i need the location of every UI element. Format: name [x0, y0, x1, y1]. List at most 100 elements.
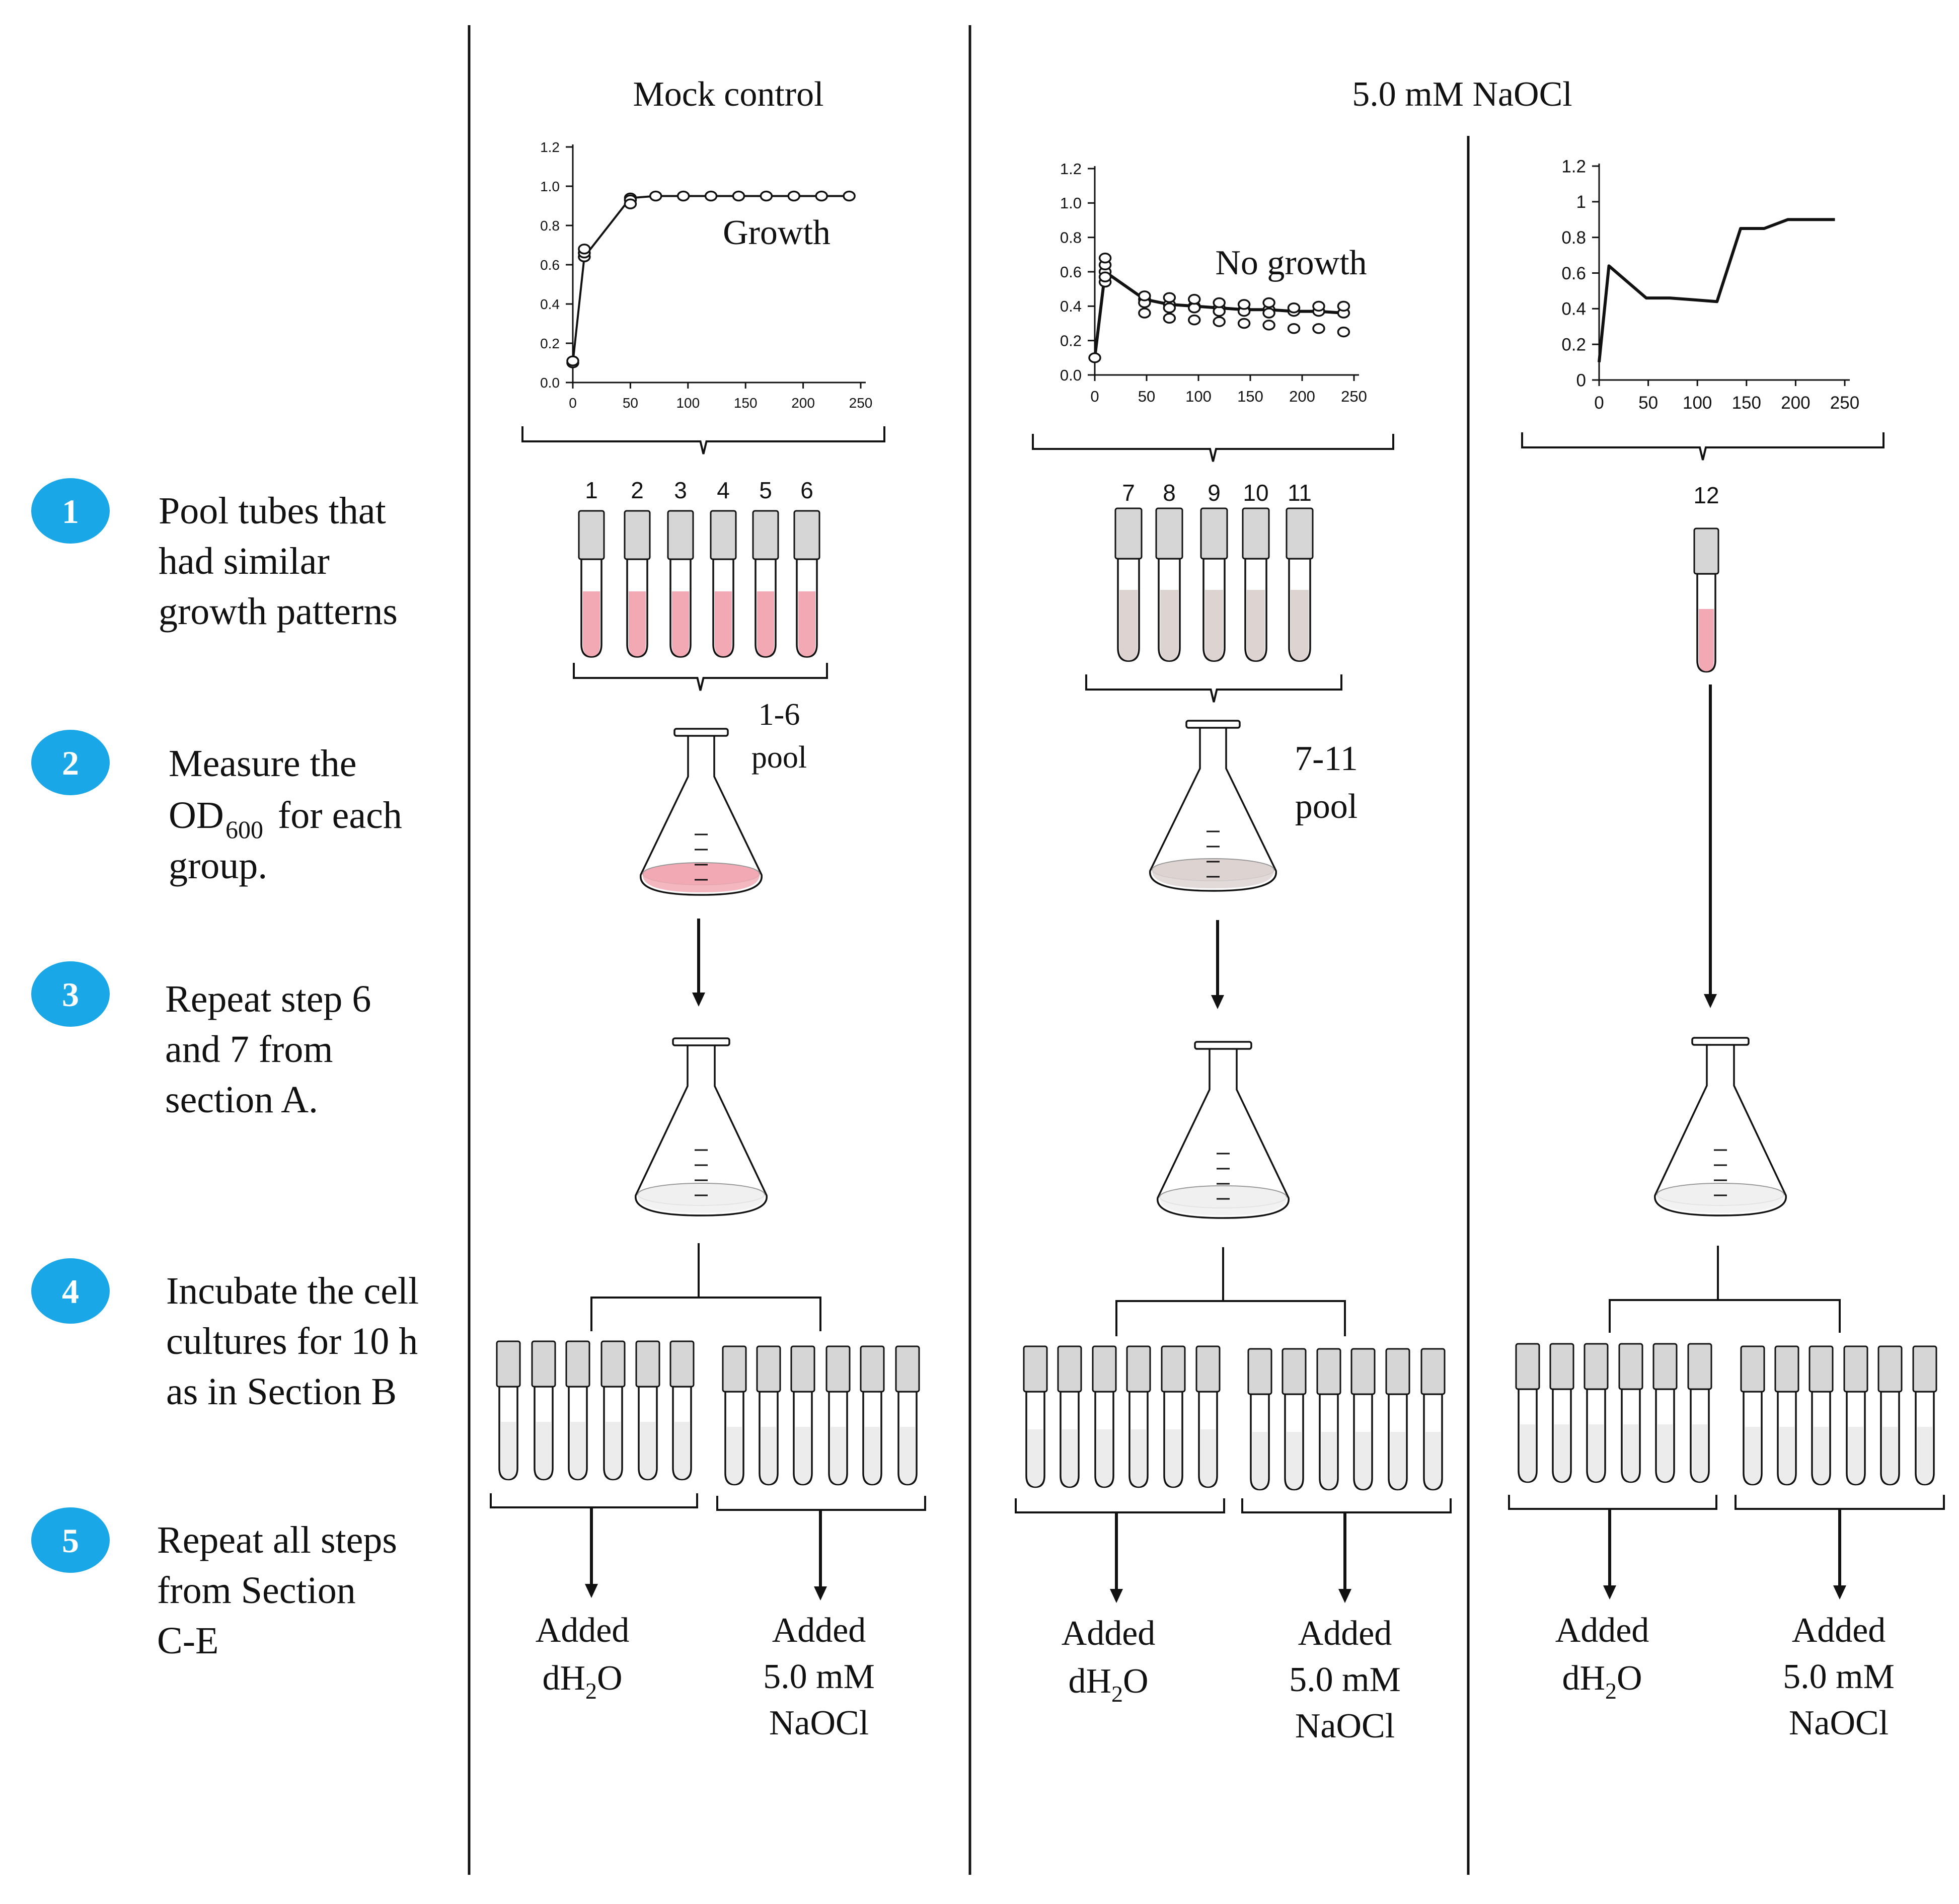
x-tick-label: 0 — [569, 395, 577, 411]
arrow-head — [1833, 1585, 1846, 1600]
data-point — [1213, 297, 1226, 309]
outcome-label-water: dH2O — [542, 1659, 622, 1704]
tube-cap — [1282, 1348, 1307, 1395]
step-number-badge — [31, 1258, 110, 1324]
data-point — [1188, 314, 1201, 326]
x-tick-label: 250 — [849, 395, 873, 411]
tube-cap — [1740, 1345, 1765, 1393]
pool-label: 1-6 — [759, 698, 800, 732]
tube — [1092, 1345, 1117, 1488]
arrow-to-outcome — [1110, 1512, 1123, 1603]
tube — [1350, 1348, 1376, 1491]
data-point — [676, 190, 690, 202]
tube-cap — [1549, 1343, 1574, 1390]
y-tick-label: 1.0 — [540, 179, 560, 194]
data-point — [1213, 316, 1226, 327]
tube — [710, 510, 737, 658]
y-tick-label: 0.6 — [540, 257, 560, 273]
tube-culture — [1520, 1424, 1535, 1482]
tube-culture — [1119, 590, 1138, 661]
brace-tubes-mock — [573, 663, 828, 691]
split-mock — [590, 1243, 821, 1331]
data-point — [843, 190, 856, 202]
bracket-tube-group — [716, 1496, 926, 1511]
flask-body — [640, 733, 763, 896]
step-text-line: Pool tubes that — [159, 490, 386, 532]
arrow-head — [1704, 994, 1717, 1008]
tube-cap — [1350, 1348, 1376, 1395]
data-point — [1163, 302, 1176, 314]
y-tick-label: 0.0 — [1060, 366, 1082, 384]
tube-cap — [669, 1340, 695, 1388]
flask-body — [1654, 1042, 1787, 1216]
y-tick-label: 0.2 — [1561, 335, 1586, 354]
tube-number-label: 3 — [674, 477, 687, 503]
arrow-to-regrowth-mock — [692, 919, 705, 1007]
y-tick-label: 0.4 — [1060, 297, 1082, 315]
split-line — [590, 1243, 821, 1331]
tube — [1242, 507, 1270, 662]
tube-cap — [1420, 1348, 1446, 1395]
flask-pool-nogrowth — [1149, 720, 1277, 892]
tube-number-label: 7 — [1122, 480, 1135, 506]
data-point — [578, 244, 591, 255]
tube-cap — [667, 510, 694, 560]
outcome-label: Added — [536, 1611, 630, 1650]
tube-culture — [1131, 1429, 1146, 1487]
tube-culture — [761, 1427, 776, 1484]
split-nogrowth — [1115, 1247, 1346, 1336]
outcome-label-water: dH2O — [1068, 1662, 1148, 1707]
tube-culture — [1252, 1432, 1267, 1489]
tube-cap — [1809, 1345, 1834, 1393]
flask-lip — [1185, 720, 1241, 729]
chart-annotation: Growth — [723, 213, 831, 252]
flask-pool-mock — [640, 728, 763, 896]
arrow-head — [1603, 1585, 1616, 1600]
tube — [756, 1345, 781, 1486]
tube-culture — [757, 591, 774, 656]
data-point — [1312, 300, 1325, 312]
data-point — [1237, 299, 1251, 310]
outcome-label-naocl: 5.0 mM — [1783, 1657, 1895, 1696]
tube-culture — [1321, 1432, 1336, 1489]
brace-tubes-nogrowth — [1085, 674, 1342, 703]
data-point — [1088, 352, 1101, 363]
flask-culture-fill — [642, 874, 760, 892]
tube-culture — [570, 1422, 585, 1479]
step-number-badge — [31, 730, 110, 795]
tube-cap — [1693, 527, 1719, 575]
x-tick-label: 200 — [1289, 388, 1315, 405]
tube-culture — [1200, 1429, 1216, 1487]
y-tick-label: 1.2 — [540, 139, 560, 155]
arrow-to-regrowth-tube12 — [1704, 684, 1717, 1008]
step-number: 1 — [62, 492, 79, 530]
data-point — [787, 190, 801, 202]
outcome-label-naocl: NaOCl — [1295, 1707, 1395, 1745]
tube-culture — [1062, 1429, 1077, 1487]
tube — [1114, 507, 1143, 662]
flask-lip — [672, 1037, 730, 1046]
tube-cap — [1161, 1345, 1186, 1393]
step-text-line: Repeat step 6 — [165, 978, 371, 1020]
tube-cap — [624, 510, 651, 560]
y-tick-label: 0 — [1576, 370, 1586, 390]
tube-cap — [600, 1340, 626, 1388]
data-point — [1287, 323, 1301, 334]
tube — [565, 1340, 590, 1481]
tube — [1023, 1345, 1048, 1488]
tube — [825, 1345, 851, 1486]
y-tick-label: 1.0 — [1060, 194, 1082, 212]
x-tick-label: 200 — [791, 395, 815, 411]
outcome-label: Added — [1555, 1611, 1649, 1650]
brace-chart-mock — [521, 426, 885, 454]
tube-culture — [715, 591, 732, 656]
arrow-to-outcome — [1338, 1512, 1351, 1603]
tube-number-label: 6 — [800, 477, 813, 503]
data-point — [1337, 300, 1350, 312]
outcome-label-naocl: NaOCl — [1789, 1704, 1889, 1742]
tube — [1161, 1345, 1186, 1488]
tube-culture — [1390, 1432, 1405, 1489]
tube-cap — [1286, 507, 1314, 560]
